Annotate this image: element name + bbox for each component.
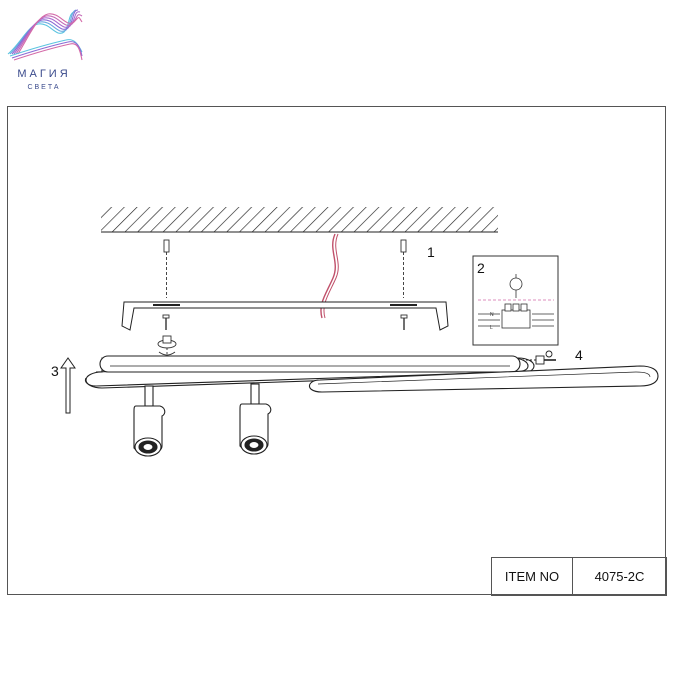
screw-left [162,314,170,330]
brand-logo: МАГИЯ СВЕТА [4,4,84,96]
anchor-left [163,239,170,298]
step-1-label: 1 [427,244,435,260]
fixing-screw-icon [522,350,556,365]
screw-right [400,314,408,330]
terminal-n-label: N [490,312,494,318]
spotlight-left [133,385,166,457]
led-panel [308,365,659,393]
brand-name: МАГИЯ [17,68,71,80]
ceiling [101,207,498,233]
brand-wave-icon [7,9,83,61]
anchor-right [400,239,407,298]
drawing-frame [7,106,666,595]
mounting-bracket [121,301,449,331]
terminal-l-label: L [490,325,493,331]
step-4-label: 4 [575,347,583,363]
brand-tagline: СВЕТА [27,84,61,91]
lift-arrow-icon [60,357,76,414]
item-no-label: ITEM NO [492,558,573,595]
item-no-value: 4075-2C [594,569,645,584]
spotlight-right [239,383,272,455]
step-2-label: 2 [477,260,485,276]
step-3-label: 3 [51,363,59,379]
title-block: ITEM NO 4075-2C [491,557,667,596]
wiring-detail: N L [472,255,559,346]
